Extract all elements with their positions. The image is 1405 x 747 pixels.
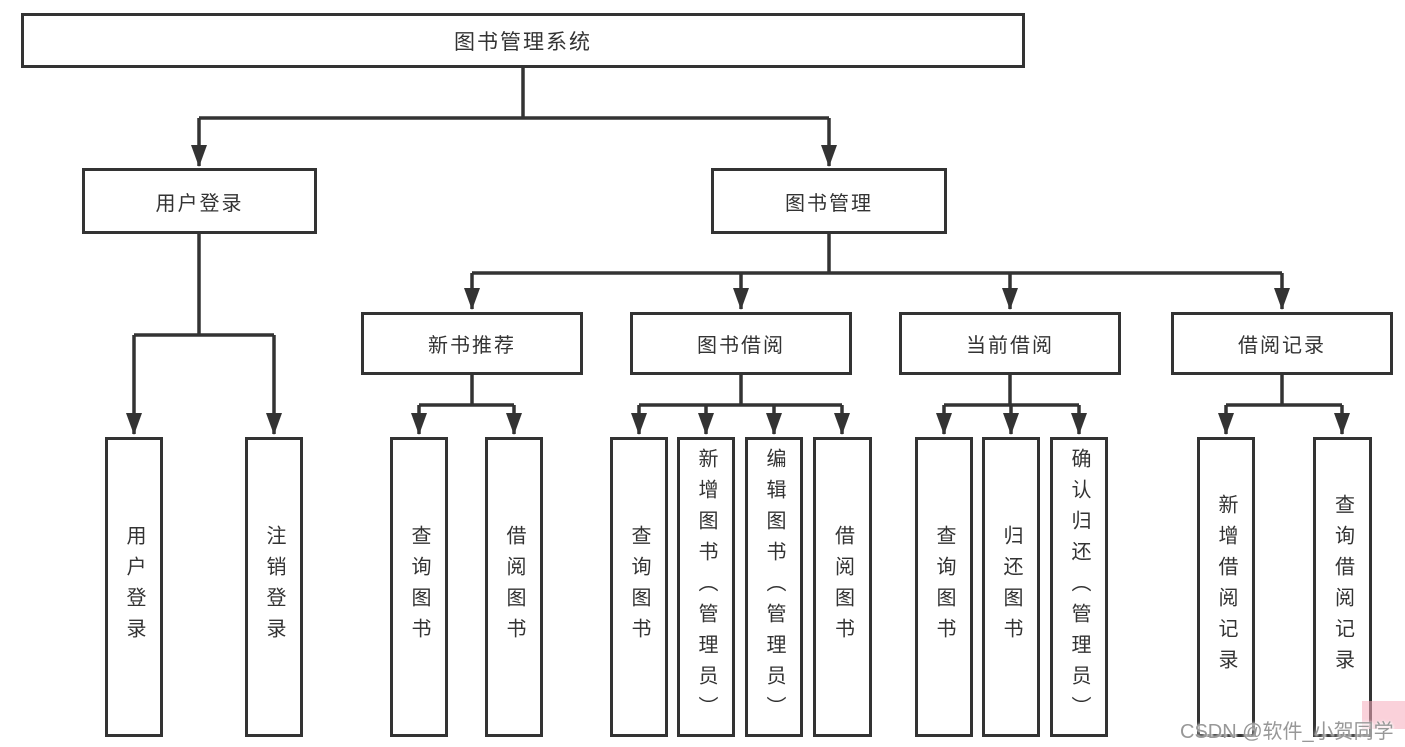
edge-root-spine — [199, 68, 829, 120]
leaf-return-books-label: 归还图书 — [1000, 525, 1022, 649]
watermark-accent-block — [1362, 701, 1405, 729]
leaf-query-borrow-record: 查询借阅记录 — [1313, 437, 1372, 737]
edge-book-management-spine — [472, 234, 1282, 275]
leaf-edit-books-admin: 编辑图书（管理员） — [745, 437, 803, 737]
edge-current-borrow-spine — [944, 375, 1079, 407]
leaf-edit-books-admin-label: 编辑图书（管理员） — [763, 447, 785, 727]
leaf-return-books: 归还图书 — [982, 437, 1040, 737]
leaf-borrow-books: 借阅图书 — [813, 437, 872, 737]
node-borrow-records: 借阅记录 — [1171, 312, 1393, 375]
node-current-borrow: 当前借阅 — [899, 312, 1121, 375]
leaf-query-books-borrow: 查询图书 — [610, 437, 668, 737]
leaf-query-books-current: 查询图书 — [915, 437, 973, 737]
node-book-management: 图书管理 — [711, 168, 947, 234]
node-root-label: 图书管理系统 — [454, 30, 592, 54]
node-user-login: 用户登录 — [82, 168, 317, 234]
leaf-query-books-recommend-label: 查询图书 — [408, 525, 430, 649]
leaf-add-borrow-record-label: 新增借阅记录 — [1215, 494, 1237, 680]
leaf-logout-label: 注销登录 — [263, 525, 285, 649]
leaf-query-borrow-record-label: 查询借阅记录 — [1331, 494, 1354, 680]
node-root: 图书管理系统 — [21, 13, 1025, 68]
leaf-borrow-books-recommend: 借阅图书 — [485, 437, 543, 737]
node-book-borrow-label: 图书借阅 — [697, 335, 785, 357]
node-user-login-label: 用户登录 — [155, 192, 244, 215]
node-book-management-label: 图书管理 — [785, 192, 873, 215]
edge-borrow-records-spine — [1226, 375, 1342, 407]
node-current-borrow-label: 当前借阅 — [966, 335, 1054, 357]
leaf-add-borrow-record: 新增借阅记录 — [1197, 437, 1255, 737]
edge-book-borrow-spine — [639, 375, 842, 407]
leaf-confirm-return-admin: 确认归还（管理员） — [1050, 437, 1108, 737]
leaf-logout: 注销登录 — [245, 437, 303, 737]
leaf-query-books-borrow-label: 查询图书 — [628, 525, 650, 649]
node-new-book-recommend-label: 新书推荐 — [428, 335, 516, 357]
leaf-add-books-admin-label: 新增图书（管理员） — [695, 447, 717, 727]
edge-user-login-spine — [134, 234, 274, 337]
leaf-borrow-books-recommend-label: 借阅图书 — [503, 525, 525, 649]
node-borrow-records-label: 借阅记录 — [1238, 335, 1326, 357]
watermark-text: CSDN @软件_小贺同学 — [1180, 721, 1394, 743]
leaf-query-books-recommend: 查询图书 — [390, 437, 448, 737]
leaf-user-login: 用户登录 — [105, 437, 163, 737]
leaf-user-login-label: 用户登录 — [123, 525, 145, 649]
leaf-add-books-admin: 新增图书（管理员） — [677, 437, 735, 737]
leaf-borrow-books-label: 借阅图书 — [831, 525, 854, 649]
node-new-book-recommend: 新书推荐 — [361, 312, 583, 375]
leaf-confirm-return-admin-label: 确认归还（管理员） — [1068, 447, 1090, 727]
leaf-query-books-current-label: 查询图书 — [933, 525, 955, 649]
node-book-borrow: 图书借阅 — [630, 312, 852, 375]
edge-new-book-spine — [419, 375, 514, 407]
